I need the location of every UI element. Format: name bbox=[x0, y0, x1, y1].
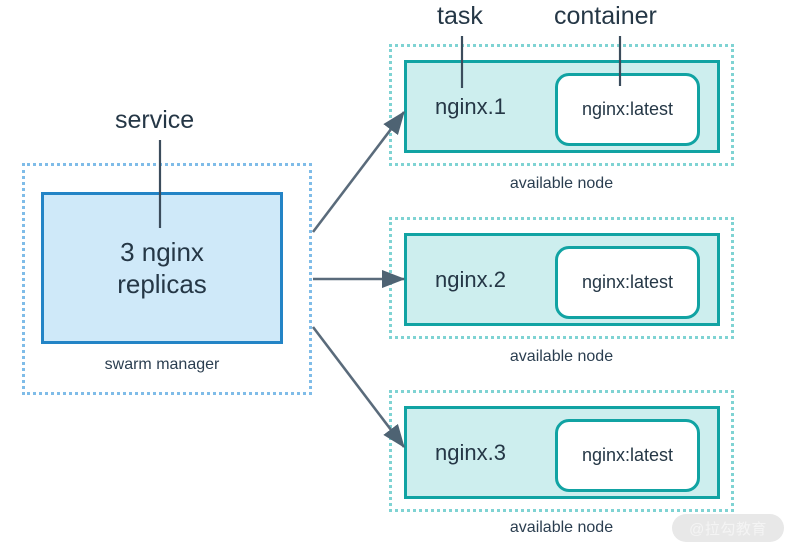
task-box-1[interactable]: nginx.1 nginx:latest bbox=[404, 60, 720, 153]
container-image-3: nginx:latest bbox=[581, 445, 674, 465]
service-replicas-line-2: replicas bbox=[117, 269, 207, 299]
container-box-3[interactable]: nginx:latest bbox=[555, 419, 700, 492]
task-name-1: nginx.1 bbox=[435, 93, 506, 119]
available-node-caption-1: available node bbox=[509, 175, 614, 192]
container-box-2[interactable]: nginx:latest bbox=[555, 246, 700, 319]
annotation-label-task: task bbox=[437, 2, 483, 30]
service-replicas-line-1: 3 nginx bbox=[120, 236, 204, 267]
available-node-boundary-1 bbox=[389, 44, 734, 166]
available-node-boundary-3 bbox=[389, 390, 734, 512]
container-image-2: nginx:latest bbox=[581, 272, 674, 292]
available-node-caption-3: available node bbox=[509, 519, 614, 536]
available-node-caption-2: available node bbox=[509, 348, 614, 365]
container-box-1[interactable]: nginx:latest bbox=[555, 73, 700, 146]
task-name-2: nginx.2 bbox=[435, 266, 506, 292]
service-box-text: 3 nginx replicas bbox=[44, 236, 280, 301]
container-image-1: nginx:latest bbox=[581, 99, 674, 119]
annotation-label-container: container bbox=[554, 2, 657, 30]
task-box-3[interactable]: nginx.3 nginx:latest bbox=[404, 406, 720, 499]
annotation-label-service: service bbox=[115, 106, 195, 134]
task-box-2[interactable]: nginx.2 nginx:latest bbox=[404, 233, 720, 326]
watermark: @拉勾教育 bbox=[672, 514, 784, 542]
task-name-3: nginx.3 bbox=[435, 439, 506, 465]
service-box[interactable]: 3 nginx replicas bbox=[41, 192, 283, 344]
swarm-manager-caption: swarm manager bbox=[104, 356, 220, 373]
swarm-manager-node-boundary bbox=[22, 163, 312, 395]
